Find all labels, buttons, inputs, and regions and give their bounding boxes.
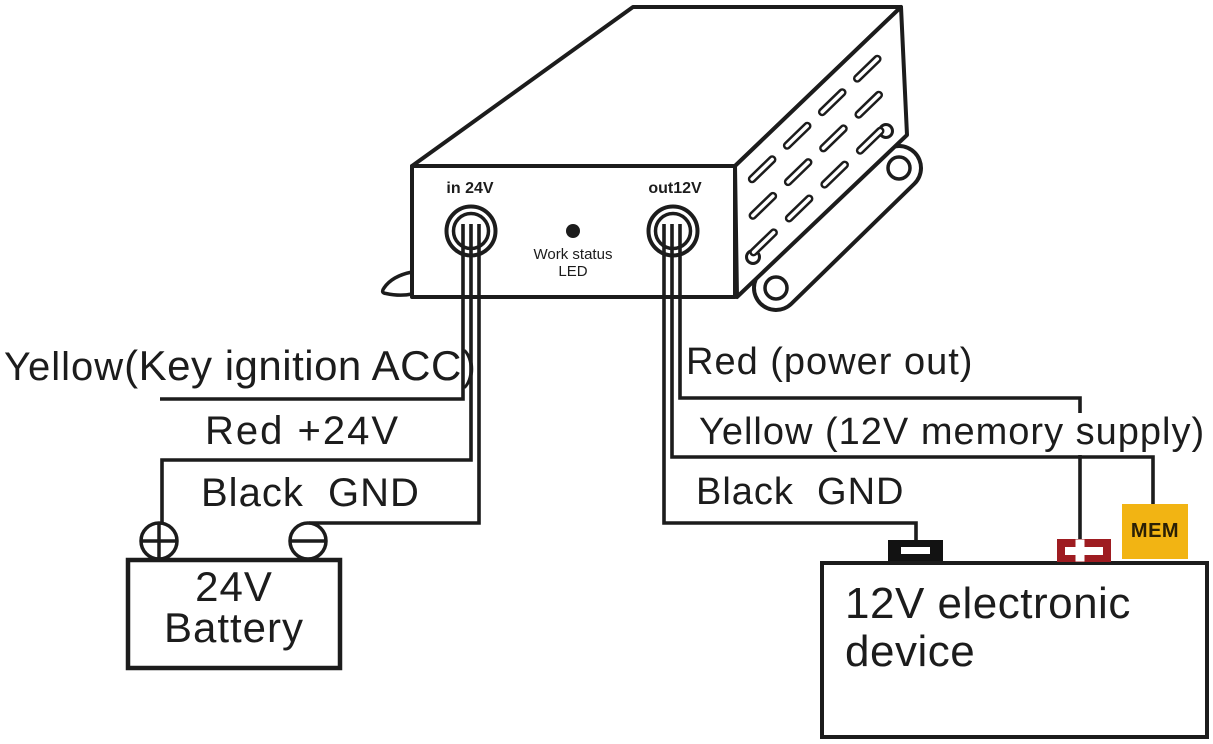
wire-left-black-gnd (309, 224, 481, 525)
vent-slot (822, 163, 847, 187)
left-bracket (380, 269, 414, 297)
device-plus-terminal (1057, 539, 1111, 562)
wire-right-red-power (678, 224, 1082, 540)
device-minus-terminal (888, 540, 943, 561)
battery-box (125, 557, 343, 671)
wire-right-yellow-mem (670, 224, 1155, 505)
vent-slot (821, 126, 846, 150)
flange-hole-bottom (763, 275, 789, 301)
vent-slot (751, 230, 776, 254)
label-key-ignition-acc: (Key ignition ACC) (124, 342, 477, 389)
mounting-flange (752, 144, 923, 312)
vent-slot (751, 194, 775, 218)
label-left-yellow: Yellow (4, 345, 125, 389)
label-left-red-wire: Red +24V (205, 409, 401, 453)
battery-minus-terminal (288, 521, 328, 561)
device-box (820, 561, 1209, 739)
label-output-port: out12V (648, 180, 702, 197)
vent-slot (855, 57, 880, 81)
vent-slot (787, 196, 811, 220)
label-right-red-wire: Red (power out) (686, 341, 974, 383)
vent-slot (786, 160, 810, 184)
battery-plus-terminal (139, 521, 179, 561)
label-right-yellow-wire: Yellow (12V memory supply) (699, 412, 1213, 455)
label-mem: MEM (1130, 520, 1180, 542)
vent-slot (858, 129, 882, 153)
wire-right-black-gnd (662, 224, 918, 541)
label-input-port: in 24V (446, 180, 494, 197)
work-status-led (566, 224, 580, 238)
mem-box (1122, 504, 1188, 559)
flange-hole-top (886, 155, 912, 181)
label-left-yellow-wire: Yellow(Key ignition ACC) (4, 342, 477, 389)
label-right-black-wire: Black GND (696, 471, 905, 513)
wire-left-red-24v (160, 224, 473, 524)
vent-slot (750, 157, 774, 181)
vent-slot (785, 124, 809, 148)
wire-left-yellow-acc (160, 224, 465, 401)
label-left-black-wire: Black GND (201, 471, 420, 515)
vent-slots (747, 54, 885, 257)
vent-slot (820, 90, 845, 114)
vent-slot (856, 93, 881, 117)
